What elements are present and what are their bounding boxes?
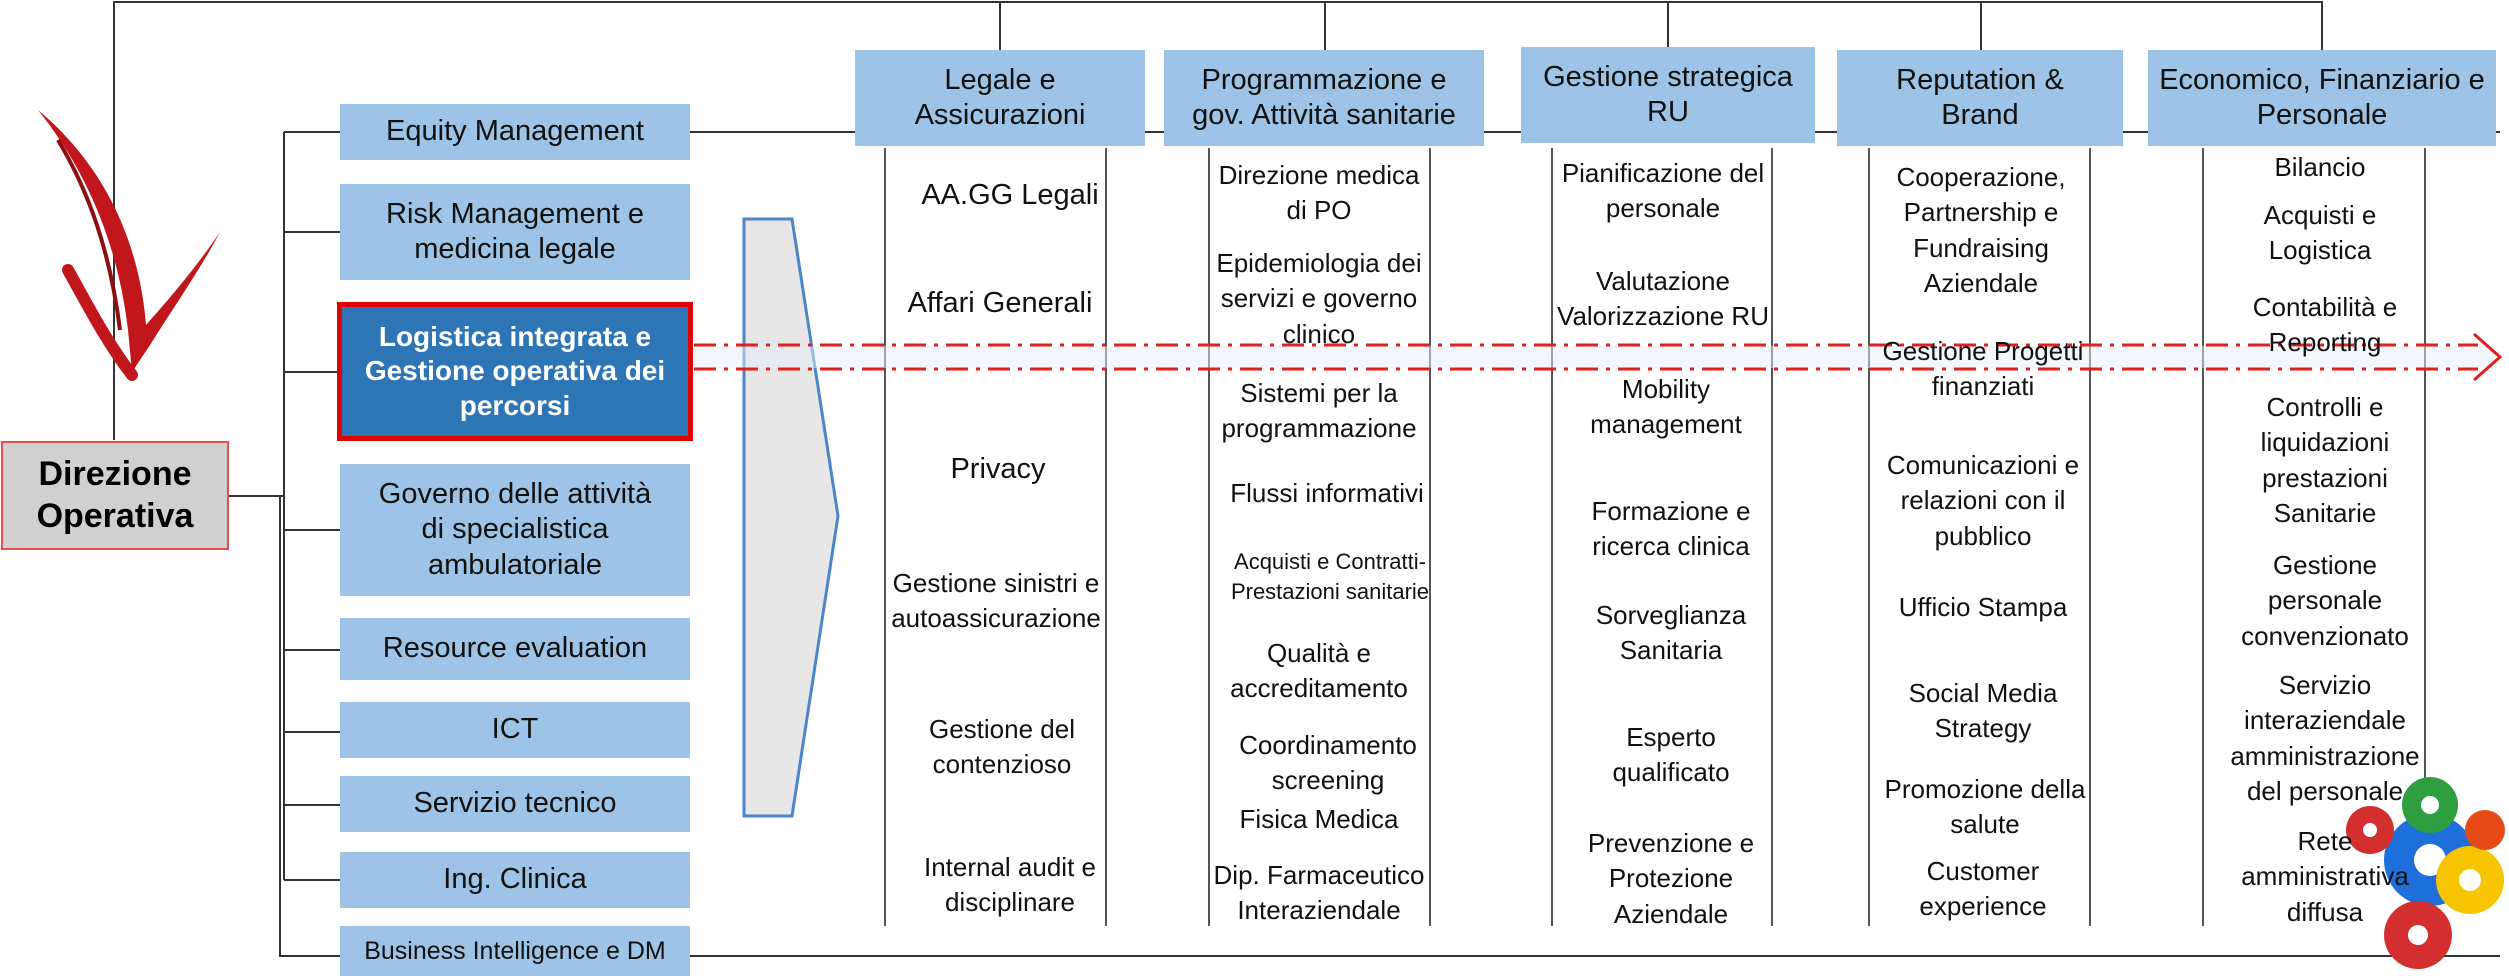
sidebar-item-label: Logistica integrata e Gestione operativa… — [364, 321, 666, 421]
sidebar-item-servizio-tecnico[interactable]: Servizio tecnico — [340, 776, 690, 832]
sidebar-item-ict[interactable]: ICT — [340, 702, 690, 758]
sidebar-item-label: Servizio tecnico — [413, 787, 617, 820]
list-item: Acquisti e Logistica — [2263, 200, 2377, 266]
sidebar-item-risk-management[interactable]: Risk Management e medicina legale — [340, 184, 690, 280]
down-arrow-icon — [38, 110, 220, 381]
sidebar-item-label: ICT — [491, 713, 539, 746]
list-item: Internal audit e disciplinare — [923, 852, 1096, 918]
list-item: Controlli e liquidazioni prestazioni San… — [2260, 392, 2390, 529]
highlight-arrow — [694, 332, 2503, 382]
column-header-economico[interactable]: Economico, Finanziario e Personale — [2148, 50, 2496, 146]
list-item: Epidemiologia dei servizi e governo clin… — [1216, 248, 1422, 349]
sidebar-item-resource-evaluation[interactable]: Resource evaluation — [340, 618, 690, 680]
list-item: Sorveglianza Sanitaria — [1595, 600, 1747, 666]
list-item: Fisica Medica — [1239, 804, 1399, 834]
sidebar-item-label: Ing. Clinica — [443, 863, 587, 896]
sidebar-item-label: Governo delle attività di specialistica … — [378, 477, 652, 581]
list-item: Esperto qualificato — [1612, 722, 1730, 788]
list-item: Social Media Strategy — [1908, 678, 2058, 744]
list-item: Servizio interaziendale amministrazione … — [2230, 670, 2420, 807]
list-item: Customer experience — [1919, 856, 2047, 922]
list-item: Privacy — [950, 453, 1046, 485]
sidebar-item-label: Risk Management e medicina legale — [386, 197, 644, 265]
list-item: Rete amministrativa diffusa — [2241, 826, 2409, 927]
sidebar-item-ing-clinica[interactable]: Ing. Clinica — [340, 852, 690, 908]
gears-icon — [2346, 777, 2505, 969]
list-item: Ufficio Stampa — [1898, 592, 2068, 622]
sidebar-item-equity-management[interactable]: Equity Management — [340, 104, 690, 160]
list-item: Contabilità e Reporting — [2252, 292, 2398, 358]
sidebar-item-label: Equity Management — [386, 115, 644, 148]
direzione-operativa-box[interactable]: Direzione Operativa — [1, 441, 229, 550]
column-title: Programmazione e gov. Attività sanitarie — [1192, 63, 1456, 131]
sidebar-item-label: Resource evaluation — [382, 632, 648, 665]
list-item: Flussi informativi — [1230, 478, 1424, 508]
list-item: Valutazione Valorizzazione RU — [1557, 266, 1769, 332]
list-item: Acquisti e Contratti-Prestazioni sanitar… — [1230, 549, 1430, 604]
list-item: Gestione sinistri e autoassicurazione — [891, 568, 1101, 634]
list-item: Prevenzione e Protezione Aziendale — [1587, 828, 1755, 929]
column-title: Economico, Finanziario e Personale — [2159, 63, 2485, 131]
sidebar-item-label: Business Intelligence e DM — [364, 936, 666, 965]
list-item: Gestione Progetti finanziati — [1882, 336, 2084, 402]
list-item: Sistemi per la programmazione — [1221, 378, 1417, 444]
list-item: Direzione medica di PO — [1218, 160, 1420, 226]
list-item: Cooperazione, Partnership e Fundraising … — [1896, 162, 2066, 299]
list-item: Mobility management — [1590, 374, 1742, 440]
list-item: Bilancio — [2274, 152, 2366, 182]
column-header-programmazione[interactable]: Programmazione e gov. Attività sanitarie — [1164, 50, 1484, 146]
sidebar-item-business-intelligence[interactable]: Business Intelligence e DM — [340, 926, 690, 976]
column-title: Reputation & Brand — [1896, 63, 2064, 131]
list-item: Qualità e accreditamento — [1230, 638, 1408, 704]
list-item: Gestione del contenzioso — [929, 714, 1075, 780]
list-item: Dip. Farmaceutico Interaziendale — [1213, 860, 1425, 926]
sidebar-item-logistica-integrata[interactable]: Logistica integrata e Gestione operativa… — [337, 302, 693, 441]
sidebar-item-governo-attivita[interactable]: Governo delle attività di specialistica … — [340, 464, 690, 596]
direzione-label: Direzione Operativa — [36, 455, 194, 535]
list-item: Gestione personale convenzionato — [2241, 550, 2409, 651]
list-item: Pianificazione del personale — [1561, 158, 1765, 224]
column-header-legale[interactable]: Legale e Assicurazioni — [855, 50, 1145, 146]
column-title: Gestione strategica RU — [1543, 60, 1793, 128]
list-item: Affari Generali — [907, 287, 1093, 319]
list-item: Formazione e ricerca clinica — [1591, 496, 1751, 562]
list-item: Coordinamento screening — [1239, 730, 1417, 796]
list-item: AA.GG Legali — [921, 179, 1099, 211]
column-title: Legale e Assicurazioni — [914, 63, 1086, 131]
column-header-reputation[interactable]: Reputation & Brand — [1837, 50, 2123, 146]
chevron-arrow-icon — [742, 217, 840, 818]
list-item: Promozione della salute — [1884, 774, 2086, 840]
list-item: Comunicazioni e relazioni con il pubblic… — [1886, 450, 2080, 551]
column-header-gestione-ru[interactable]: Gestione strategica RU — [1521, 47, 1815, 143]
